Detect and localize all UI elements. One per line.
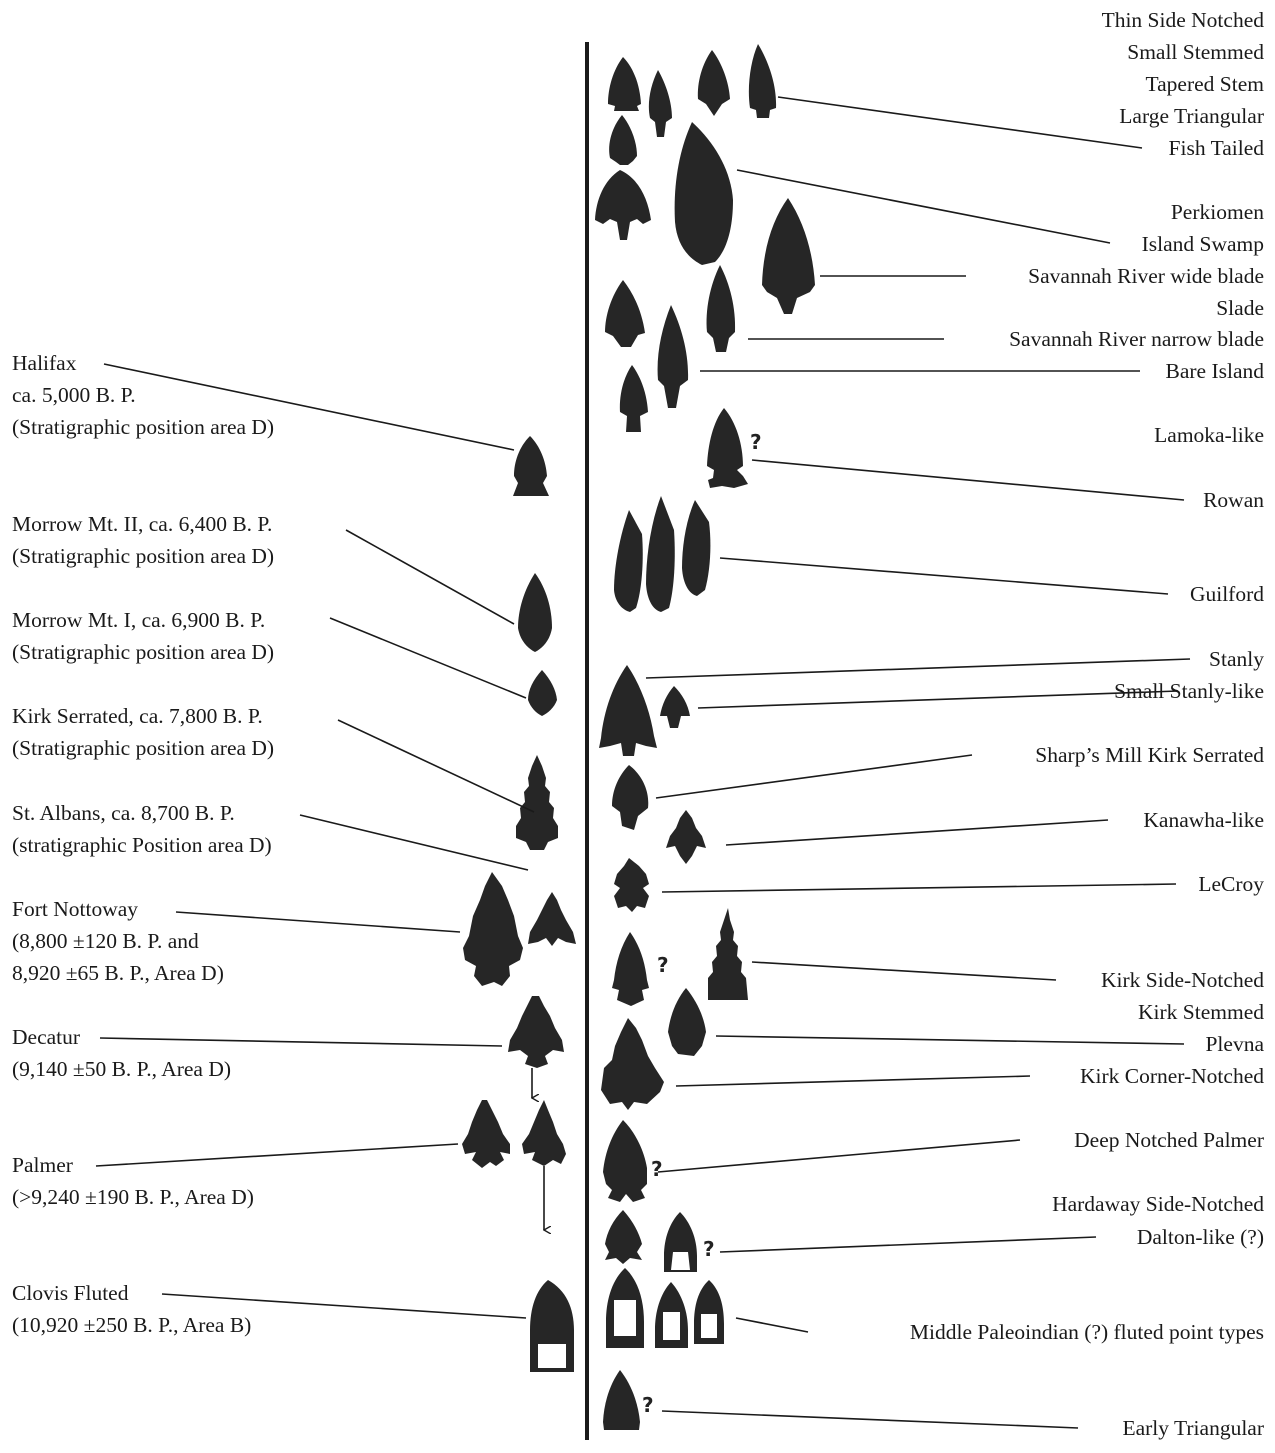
leader-lines-left bbox=[95, 363, 544, 1319]
point-rowan bbox=[707, 408, 748, 488]
label-kirk-serrated: Kirk Serrated, ca. 7,800 B. P. bbox=[12, 704, 263, 728]
label-st-albans: St. Albans, ca. 8,700 B. P. bbox=[12, 801, 235, 825]
label-early-triangular: Early Triangular bbox=[1122, 1416, 1264, 1440]
point-palmer-2 bbox=[522, 1100, 566, 1166]
point-thin-side-notched bbox=[608, 57, 641, 111]
label-kirk-serrated-position: (Stratigraphic position area D) bbox=[12, 736, 275, 760]
point-fluted-2 bbox=[655, 1282, 688, 1348]
label-kirk-stemmed: Kirk Stemmed bbox=[1138, 1000, 1264, 1024]
point-kirk-side-notched-left bbox=[612, 932, 649, 1006]
point-kirk-side-notched bbox=[708, 908, 748, 1000]
point-morrow-mt-2 bbox=[518, 573, 552, 652]
label-island-swamp: Island Swamp bbox=[1141, 232, 1264, 256]
label-morrow-mt-1: Morrow Mt. I, ca. 6,900 B. P. bbox=[12, 608, 266, 632]
point-decatur bbox=[508, 996, 564, 1068]
label-perkiomen: Perkiomen bbox=[1170, 200, 1264, 224]
label-plevna: Plevna bbox=[1205, 1032, 1264, 1056]
label-rowan: Rowan bbox=[1203, 488, 1264, 512]
point-lamoka-like-small bbox=[619, 365, 648, 432]
label-bare-island: Bare Island bbox=[1165, 359, 1264, 383]
point-stanly bbox=[599, 665, 657, 756]
point-bare-island bbox=[657, 305, 689, 408]
label-fort-nottoway-date-1: (8,800 ±120 B. P. and bbox=[12, 929, 199, 953]
label-decatur-date: (9,140 ±50 B. P., Area D) bbox=[12, 1057, 232, 1081]
point-small-stanly-like bbox=[660, 686, 690, 728]
point-lecroy bbox=[614, 858, 649, 912]
label-small-stemmed: Small Stemmed bbox=[1127, 40, 1264, 64]
label-slade: Slade bbox=[1216, 296, 1264, 320]
label-palmer: Palmer bbox=[12, 1153, 73, 1177]
point-guilford-2 bbox=[646, 496, 675, 612]
point-guilford-3 bbox=[682, 500, 711, 596]
label-lamoka-like: Lamoka-like bbox=[1154, 423, 1264, 447]
point-palmer-1 bbox=[462, 1100, 510, 1168]
point-fort-nottoway-large bbox=[463, 872, 523, 986]
point-morrow-mt-1 bbox=[528, 670, 557, 716]
label-deep-notched-palmer: Deep Notched Palmer bbox=[1074, 1128, 1264, 1152]
point-dalton-like bbox=[664, 1212, 697, 1272]
label-fort-nottoway: Fort Nottoway bbox=[12, 897, 139, 921]
point-slade bbox=[605, 280, 645, 347]
label-halifax: Halifax bbox=[12, 351, 77, 375]
label-stanly: Stanly bbox=[1209, 647, 1264, 671]
point-small-stemmed bbox=[648, 70, 672, 137]
uncertain-mark-deep-notched-palmer: ? bbox=[651, 1157, 663, 1181]
label-large-triangular: Large Triangular bbox=[1119, 104, 1264, 128]
point-fort-nottoway-small bbox=[528, 892, 576, 946]
point-kanawha-like bbox=[666, 810, 706, 864]
label-kanawha-like: Kanawha-like bbox=[1143, 808, 1264, 832]
label-halifax-position: (Stratigraphic position area D) bbox=[12, 415, 275, 439]
point-clovis bbox=[530, 1280, 574, 1372]
label-kirk-side-notched: Kirk Side-Notched bbox=[1100, 968, 1264, 992]
leader-lines-right bbox=[645, 96, 1191, 1429]
label-thin-side-notched: Thin Side Notched bbox=[1101, 8, 1264, 32]
point-perkiomen bbox=[595, 170, 651, 240]
label-fort-nottoway-date-2: 8,920 ±65 B. P., Area D) bbox=[12, 961, 224, 985]
point-fluted-3 bbox=[694, 1280, 724, 1344]
label-lecroy: LeCroy bbox=[1198, 872, 1264, 896]
point-island-swamp bbox=[674, 122, 733, 265]
point-savannah-river-narrow bbox=[706, 265, 736, 352]
point-kirk-corner-notched bbox=[601, 1018, 664, 1110]
point-halifax bbox=[513, 436, 549, 496]
point-kirk-serrated bbox=[516, 755, 558, 850]
point-fluted-1 bbox=[606, 1268, 644, 1348]
point-hardaway-side-notched bbox=[605, 1210, 642, 1264]
label-morrow-mt-1-position: (Stratigraphic position area D) bbox=[12, 640, 275, 664]
point-deep-notched-palmer bbox=[603, 1120, 647, 1202]
label-savannah-river-wide-blade: Savannah River wide blade bbox=[1028, 264, 1264, 288]
uncertain-mark-dalton-like: ? bbox=[703, 1237, 715, 1261]
uncertain-mark-kirk-side-notched: ? bbox=[657, 953, 669, 977]
label-dalton-like: Dalton-like (?) bbox=[1136, 1225, 1264, 1249]
point-savannah-river-wide bbox=[762, 198, 815, 314]
label-hardaway-side-notched: Hardaway Side-Notched bbox=[1052, 1192, 1264, 1216]
point-guilford-1 bbox=[614, 510, 643, 612]
point-fish-tailed bbox=[609, 115, 637, 165]
label-halifax-date: ca. 5,000 B. P. bbox=[12, 383, 136, 407]
label-guilford: Guilford bbox=[1189, 582, 1264, 606]
label-savannah-river-narrow-blade: Savannah River narrow blade bbox=[1009, 327, 1264, 351]
label-sharps-mill-kirk-serrated: Sharp’s Mill Kirk Serrated bbox=[1035, 743, 1264, 767]
uncertain-mark-early-triangular: ? bbox=[642, 1393, 654, 1417]
uncertain-mark-rowan: ? bbox=[750, 430, 762, 454]
point-plevna bbox=[668, 988, 706, 1056]
point-tapered-stem bbox=[697, 50, 730, 116]
label-clovis-fluted: Clovis Fluted bbox=[12, 1281, 129, 1305]
label-clovis-date: (10,920 ±250 B. P., Area B) bbox=[12, 1313, 252, 1337]
label-middle-paleoindian-fluted: Middle Paleoindian (?) fluted point type… bbox=[909, 1320, 1264, 1344]
point-large-triangular bbox=[748, 44, 777, 118]
label-kirk-corner-notched: Kirk Corner-Notched bbox=[1079, 1064, 1264, 1088]
point-sharps-mill-kirk-serrated bbox=[612, 765, 649, 830]
label-morrow-mt-2: Morrow Mt. II, ca. 6,400 B. P. bbox=[12, 512, 273, 536]
label-small-stanly-like: Small Stanly-like bbox=[1114, 679, 1264, 703]
label-morrow-mt-2-position: (Stratigraphic position area D) bbox=[12, 544, 275, 568]
label-fish-tailed: Fish Tailed bbox=[1168, 136, 1264, 160]
label-tapered-stem: Tapered Stem bbox=[1145, 72, 1265, 96]
label-decatur: Decatur bbox=[12, 1025, 81, 1049]
label-st-albans-position: (stratigraphic Position area D) bbox=[12, 833, 272, 857]
point-early-triangular bbox=[603, 1370, 640, 1430]
label-palmer-date: (>9,240 ±190 B. P., Area D) bbox=[12, 1185, 254, 1209]
